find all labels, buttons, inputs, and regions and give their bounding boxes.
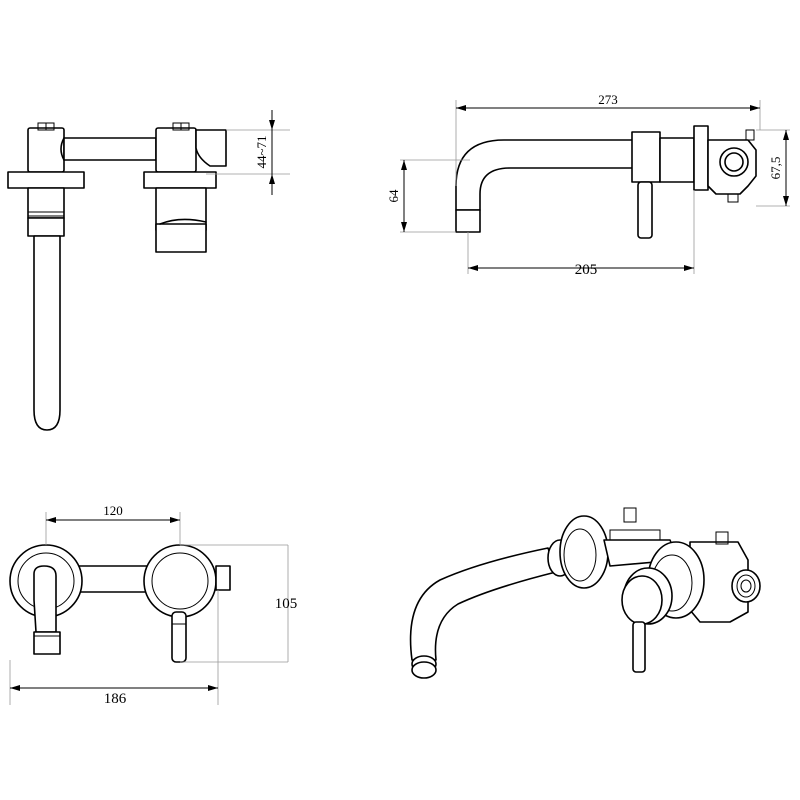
- front-view: 120 105 186: [9, 503, 298, 707]
- dim-front-centers: 120: [103, 503, 123, 518]
- dim-front-height: 105: [275, 596, 298, 612]
- top-view: 273 64 67,5 205: [386, 92, 790, 278]
- isometric-view: [409, 507, 761, 679]
- dim-side-height: 44~71: [254, 135, 269, 168]
- dim-top-body-height: 67,5: [768, 157, 783, 180]
- dim-top-overall: 273: [598, 92, 618, 107]
- dim-top-spout-height: 64: [386, 189, 401, 203]
- side-view: 44~71: [7, 110, 290, 431]
- dim-front-width: 186: [104, 691, 127, 707]
- dim-top-projection: 205: [575, 262, 598, 278]
